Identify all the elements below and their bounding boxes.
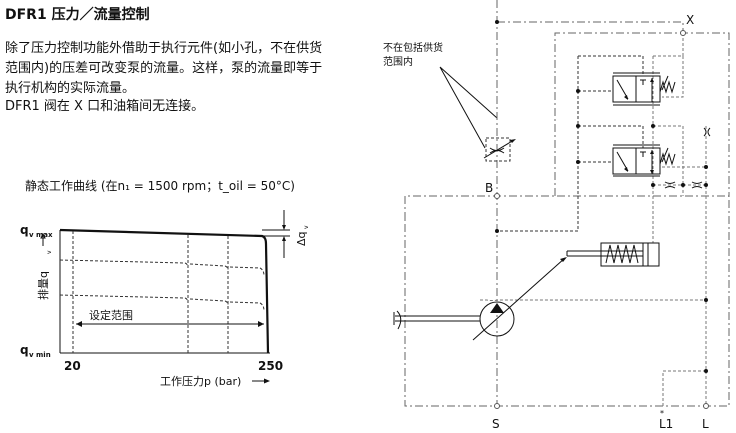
pilot-line-left	[497, 56, 579, 232]
delta-sub: v	[303, 225, 310, 229]
drain-line	[480, 299, 706, 301]
max-curve	[59, 228, 270, 354]
adjust-arrowhead	[510, 139, 516, 143]
valve-arrows	[624, 150, 654, 174]
port-b-label: B	[485, 181, 493, 195]
swash-arrowhead	[560, 257, 567, 262]
page-title: DFR1 压力／流量控制	[5, 6, 150, 23]
x-tick-250: 250	[258, 359, 283, 373]
paragraph-line: 执行机构的实际流量。	[5, 80, 135, 96]
y-axis-label: 排量q	[36, 271, 50, 300]
pressure-valve	[612, 72, 676, 106]
x-axis-arrowhead	[264, 378, 270, 384]
cylinder-piston-rod	[566, 243, 649, 266]
adjust-arrow	[483, 139, 515, 159]
paragraph-line: 除了压力控制功能外借助于执行元件(如小孔，不在供货	[5, 40, 322, 56]
valve-rails	[613, 144, 660, 177]
valve-enclosure	[554, 32, 730, 196]
valve-arrows	[624, 78, 654, 100]
orifice-box	[485, 137, 511, 162]
valve-symbols	[616, 150, 653, 174]
curve-dashed-2	[59, 294, 265, 312]
curve-dashed-1	[59, 259, 265, 277]
pressure-setting-lines	[72, 231, 229, 353]
x-axis-label: 工作压力p (bar)	[160, 375, 241, 388]
swash-arrow	[472, 257, 566, 341]
port-x-line	[497, 21, 684, 33]
setting-range-label: 设定范围	[89, 308, 133, 322]
port-x-label: X	[686, 13, 694, 27]
valve-symbols	[616, 78, 653, 102]
spring-icon	[659, 75, 676, 94]
qv-min-sub: v min	[29, 351, 51, 359]
delta-label: Δq	[295, 231, 308, 246]
hydraulic-circuit-diagram: 不在包括供货 范围内	[383, 0, 730, 431]
qv-max-label: q	[20, 223, 29, 237]
note-line: 范围内	[383, 55, 413, 68]
control-cylinder	[600, 242, 660, 267]
spring-icon	[659, 147, 676, 166]
y-axis-arrow	[40, 232, 46, 246]
junction-dots	[495, 20, 708, 373]
pilot-line-right	[652, 33, 707, 406]
flow-valve	[612, 144, 676, 177]
pilot-line-valves	[578, 55, 644, 163]
drive-shaft	[393, 312, 480, 325]
port-l1-label: L1	[659, 417, 673, 431]
port-s-label: S	[492, 417, 500, 431]
chart-title: 静态工作曲线 (在n₁ = 1500 rpm；t_oil = 50°C)	[25, 179, 295, 193]
qv-max-sub: v max	[29, 231, 53, 239]
port-l-label: L	[702, 417, 709, 431]
pump-triangle	[490, 303, 504, 313]
orifice-icons	[664, 127, 711, 189]
l1-line	[662, 370, 706, 406]
note-leader-lines	[439, 66, 498, 149]
paragraph-line: DFR1 阀在 X 口和油箱间无连接。	[5, 98, 204, 114]
delta-marker	[262, 210, 290, 258]
qv-min-label: q	[20, 343, 29, 357]
cylinder-spring-icon	[605, 244, 639, 264]
characteristic-curve-chart: 静态工作曲线 (在n₁ = 1500 rpm；t_oil = 50°C) 设定范…	[20, 179, 310, 388]
valve-rails	[613, 72, 660, 106]
port-circles	[494, 30, 709, 409]
l1-marker: *	[660, 409, 664, 418]
pump-enclosure	[404, 195, 730, 407]
paragraph-line: 范围内)的压差可改变泵的流量。这样，泵的流量即等于	[5, 60, 322, 76]
note-line: 不在包括供货	[383, 41, 443, 54]
x-tick-20: 20	[64, 359, 81, 373]
variable-pump-icon	[479, 301, 515, 337]
rotation-arrow-icon	[396, 310, 402, 330]
y-axis-sub: v	[46, 250, 53, 254]
delta-arrows	[282, 225, 286, 241]
